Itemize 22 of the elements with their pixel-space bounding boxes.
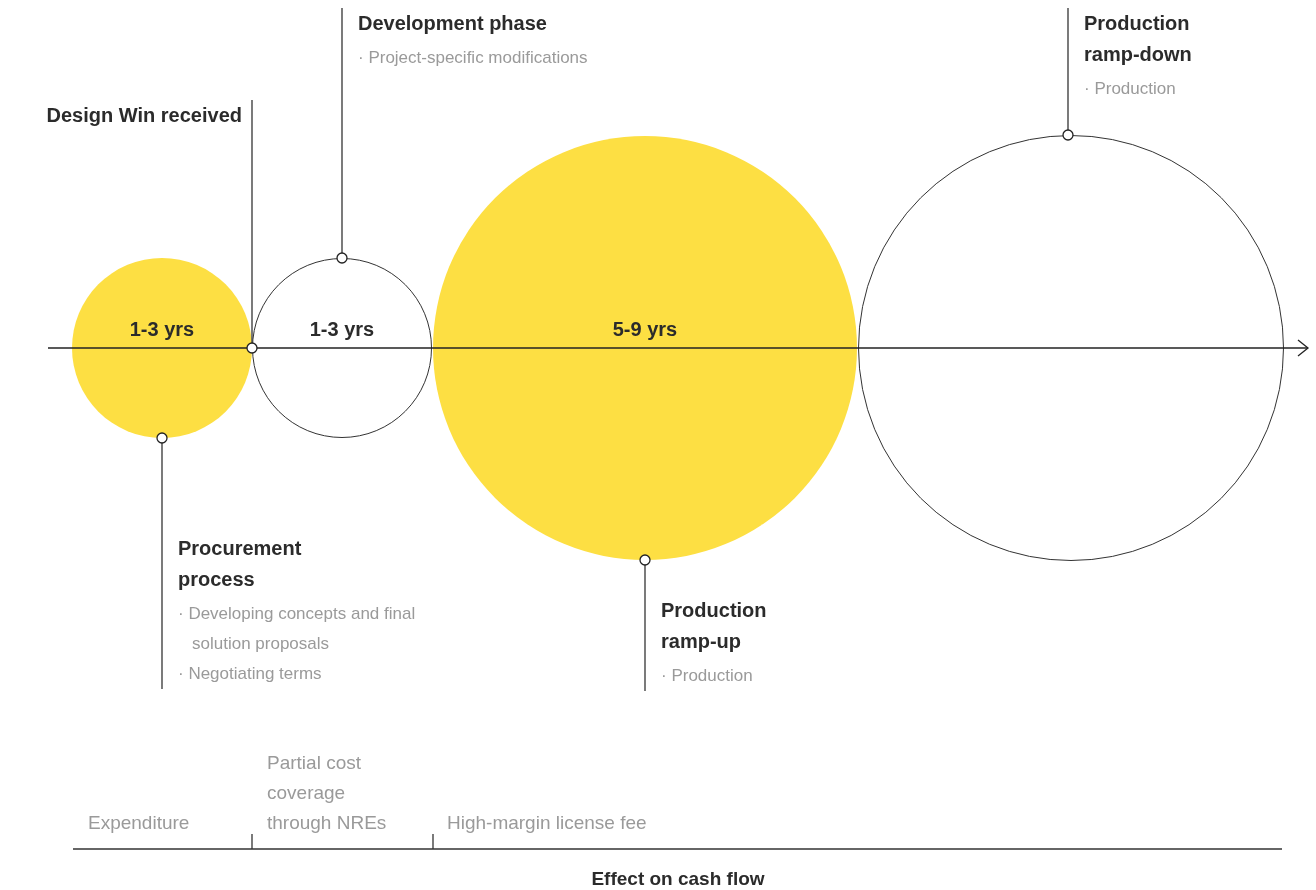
leader-line — [336, 7, 348, 264]
phase-title: Design Win received — [45, 103, 242, 128]
leader-line — [1062, 7, 1074, 141]
leader-line — [639, 554, 651, 692]
cash-flow-label: Partial cost coverage through NREs — [267, 751, 387, 835]
leader-line — [156, 432, 168, 690]
phase-title: Procurement process — [178, 536, 303, 592]
bullet-item: · Negotiating terms — [178, 663, 323, 685]
cash-flow-label: High-margin license fee — [447, 811, 648, 835]
bullet-item: · Production — [1084, 78, 1177, 100]
phase-title: Development phase — [358, 11, 548, 36]
duration-label: 1-3 yrs — [309, 317, 375, 341]
duration-label: 5-9 yrs — [612, 317, 678, 341]
bullet-item: · Production — [661, 665, 754, 687]
phase-title: Production ramp-up — [661, 598, 768, 654]
cash-flow-label: Expenditure — [88, 811, 191, 835]
leader-line — [246, 99, 258, 354]
phase-title: Production ramp-down — [1084, 11, 1193, 67]
axis-title: Effect on cash flow — [590, 867, 766, 890]
duration-label: 1-3 yrs — [129, 317, 195, 341]
bullet-item: · Developing concepts and final solution proposals — [178, 603, 417, 655]
bullet-item: · Project-specific modifications — [358, 47, 589, 69]
